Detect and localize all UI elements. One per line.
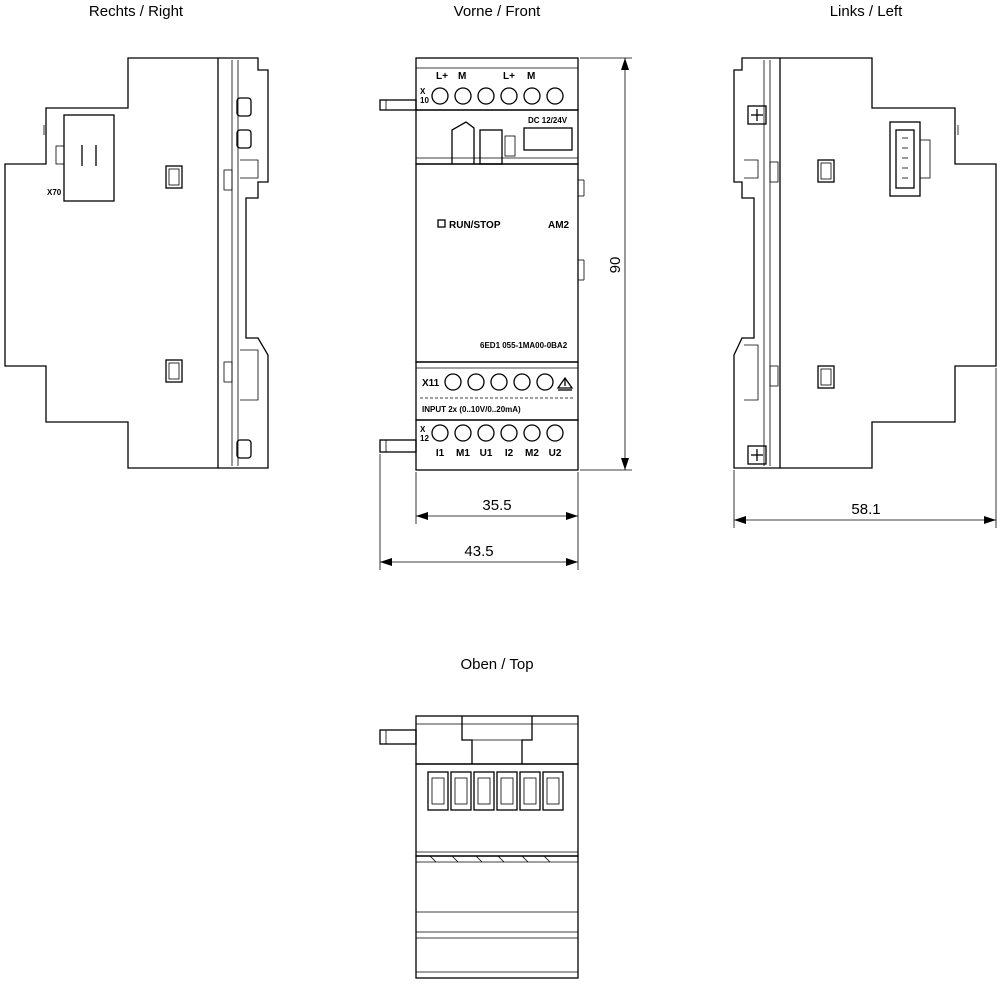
x10-m-1: M	[458, 71, 466, 82]
x10-label-b: 10	[420, 96, 429, 105]
x11-terminal-3	[490, 373, 508, 391]
run-stop-led	[437, 219, 446, 228]
title-left-view: Links / Left	[830, 3, 903, 20]
dim-total-width: 43.5	[464, 543, 493, 560]
title-front-view: Vorne / Front	[454, 3, 542, 20]
x10-lplus-1: L+	[436, 71, 448, 82]
left-dimensions: 58.1	[733, 368, 997, 528]
top-terminal-4	[496, 771, 518, 811]
run-stop-label: RUN/STOP	[449, 220, 501, 231]
title-right-view: Rechts / Right	[89, 3, 184, 20]
dim-depth: 58.1	[851, 501, 880, 518]
terminal-label-u1: U1	[480, 448, 493, 459]
terminal-label-u2: U2	[549, 448, 562, 459]
x12-terminal-2	[454, 424, 472, 442]
cross-mark-top	[747, 105, 767, 125]
module-name: AM2	[548, 220, 570, 231]
terminal-label-m2: M2	[525, 448, 539, 459]
x10-terminal-4	[500, 87, 518, 105]
right-view: X70	[4, 57, 269, 469]
input-spec-label: INPUT 2x (0..10V/0..20mA)	[422, 405, 521, 414]
x12-terminal-5	[523, 424, 541, 442]
x10-terminal-3	[477, 87, 495, 105]
x11-label: X11	[422, 378, 440, 389]
x12-label-b: 12	[420, 434, 429, 443]
x12-terminal-1	[431, 424, 449, 442]
top-terminal-1	[427, 771, 449, 811]
terminal-label-m1: M1	[456, 448, 470, 459]
x70-connector	[55, 114, 115, 202]
terminal-label-i2: I2	[505, 448, 514, 459]
top-terminal-6	[542, 771, 564, 811]
top-terminal-3	[473, 771, 495, 811]
supply-label: DC 12/24V	[528, 116, 568, 125]
title-top-view: Oben / Top	[460, 656, 533, 673]
top-terminal-2	[450, 771, 472, 811]
left-view	[733, 57, 997, 469]
order-number: 6ED1 055-1MA00-0BA2	[480, 341, 568, 350]
x10-terminal-2	[454, 87, 472, 105]
x12-label-a: X	[420, 425, 426, 434]
top-terminal-5	[519, 771, 541, 811]
x10-terminal-5	[523, 87, 541, 105]
front-view: X 10 L+ M L+ M DC 12/24V RUN/STOP AM2 6E…	[379, 57, 585, 471]
x11-terminal-5	[536, 373, 554, 391]
x11-terminal-4	[513, 373, 531, 391]
x12-terminal-6	[546, 424, 564, 442]
x10-terminal-1	[431, 87, 449, 105]
x10-m-2: M	[527, 71, 535, 82]
x11-terminal-1	[444, 373, 462, 391]
supply-window	[523, 127, 573, 151]
cross-mark-bottom	[747, 445, 767, 465]
top-view	[379, 715, 579, 979]
front-dimensions: 90 35.5 43.5	[379, 57, 632, 570]
terminal-label-i1: I1	[436, 448, 445, 459]
x10-label-a: X	[420, 87, 426, 96]
x12-terminal-3	[477, 424, 495, 442]
x11-terminal-2	[467, 373, 485, 391]
x10-lplus-2: L+	[503, 71, 515, 82]
dim-height: 90	[607, 257, 624, 274]
x10-terminal-6	[546, 87, 564, 105]
x12-terminal-4	[500, 424, 518, 442]
expansion-connector	[889, 121, 931, 197]
ground-icon	[556, 376, 574, 391]
dim-body-width: 35.5	[482, 497, 511, 514]
x70-label: X70	[47, 188, 62, 197]
